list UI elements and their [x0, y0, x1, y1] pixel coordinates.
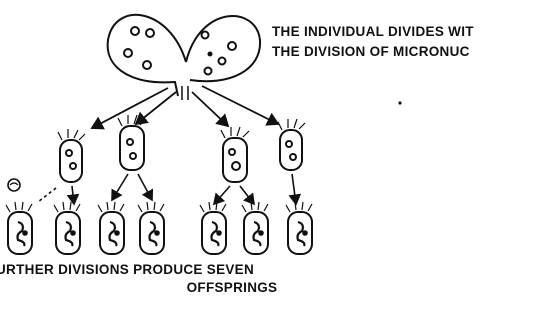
offspring-cell [199, 201, 227, 255]
offspring-cell [53, 201, 81, 255]
daughter-cell [117, 114, 147, 171]
stray-small-cell [7, 178, 21, 192]
offspring-row [5, 201, 313, 255]
division-arrows [90, 85, 280, 130]
caption-top-line-2: THE DIVISION OF MICRONUC [272, 44, 470, 59]
caption-top-line-1: THE INDIVIDUAL DIVIDES WIT [272, 24, 474, 39]
caption-bottom-line-2: OFFSPRINGS [186, 280, 278, 295]
offspring-cell [285, 201, 313, 255]
offspring-cell [241, 201, 269, 255]
offspring-cell [137, 201, 165, 255]
offspring-cell [97, 201, 125, 255]
daughter-cell [277, 118, 306, 171]
parent-dividing-cell [106, 14, 262, 100]
daughter-cell [220, 126, 250, 183]
offspring-arrows [37, 173, 302, 206]
caption-bottom-line-1: URTHER DIVISIONS PRODUCE SEVEN [0, 262, 255, 277]
speck [398, 101, 402, 105]
offspring-cell [5, 201, 33, 255]
daughter-cell [57, 129, 86, 183]
